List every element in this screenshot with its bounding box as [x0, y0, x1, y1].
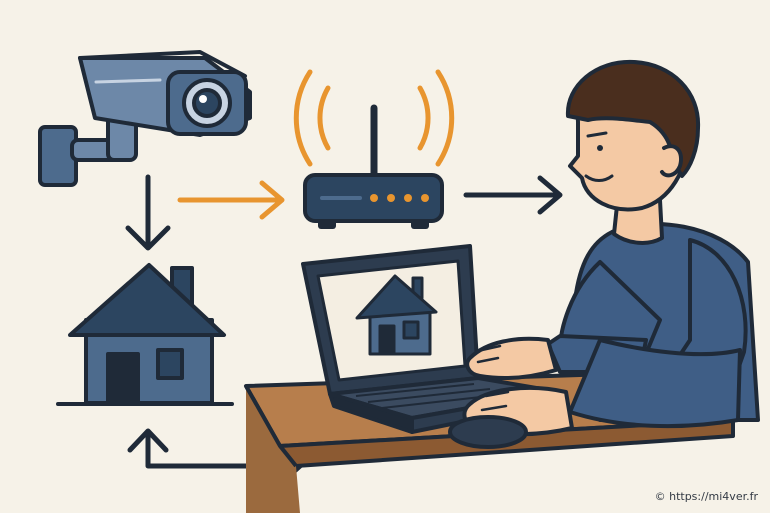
computer-mouse-icon — [448, 415, 528, 449]
arrow-right — [463, 175, 563, 215]
arrow-right-orange — [177, 180, 285, 220]
person-icon — [462, 59, 760, 437]
security-camera-icon — [38, 50, 252, 187]
wifi-router-icon — [293, 69, 455, 229]
arrow-down — [125, 174, 171, 251]
house-icon — [56, 263, 234, 406]
watermark: © https://mi4ver.fr — [654, 490, 758, 503]
screen-house-icon — [355, 274, 438, 356]
